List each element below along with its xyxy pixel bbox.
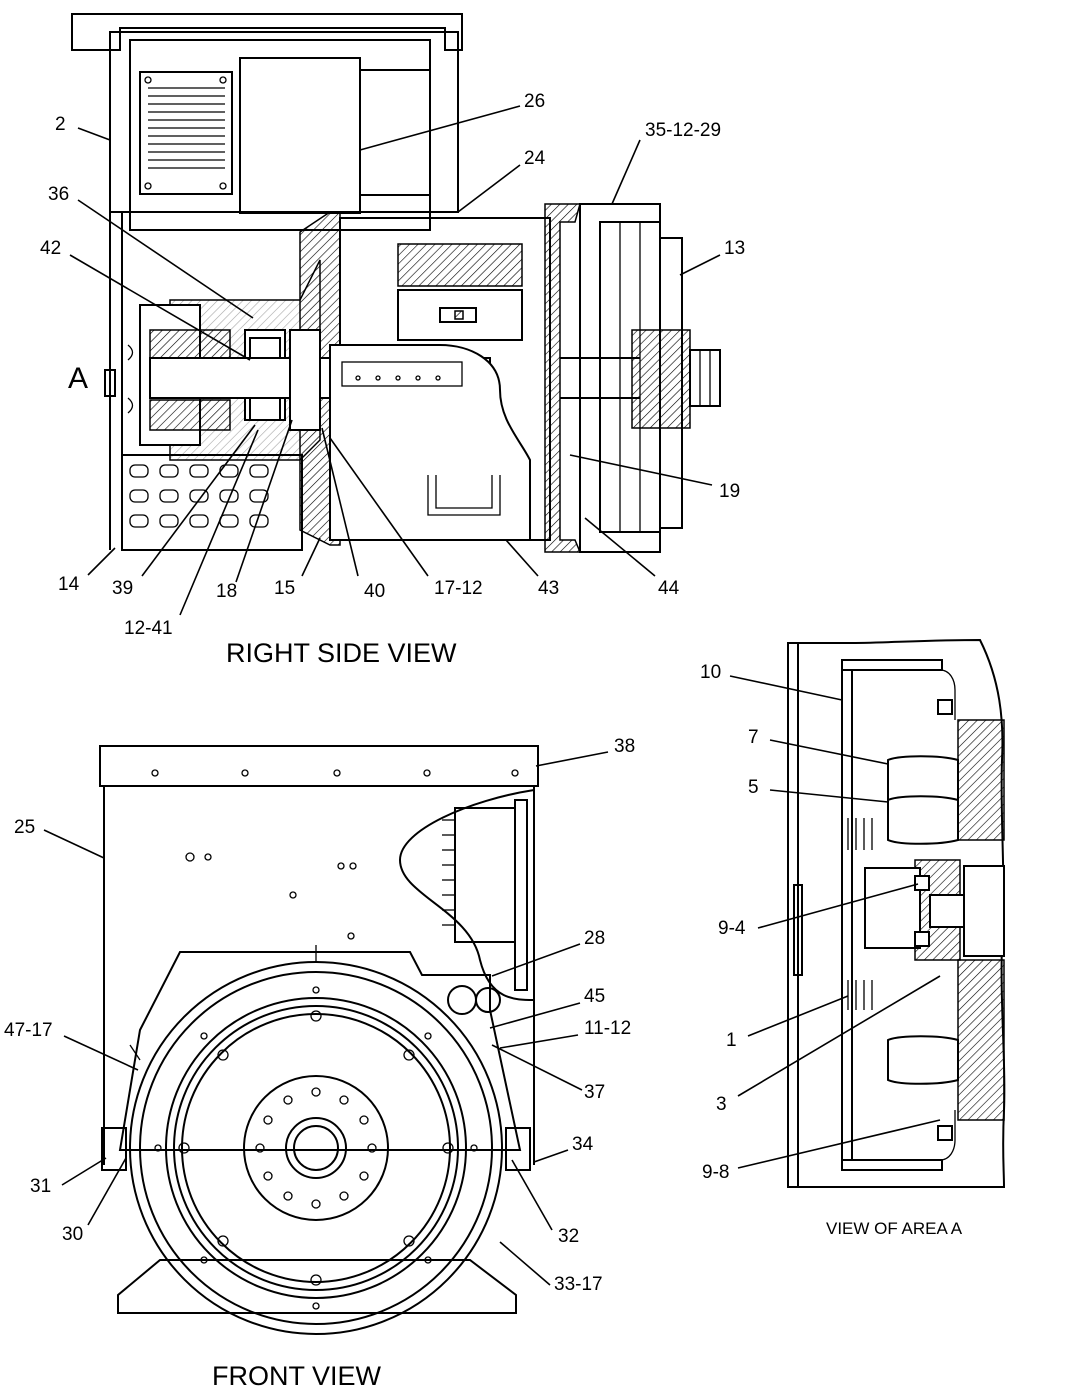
callout-9-8: 9-8 (702, 1162, 729, 1183)
right-side-leaders (69, 105, 721, 616)
front-leaders (43, 751, 609, 1286)
callout-34: 34 (572, 1134, 594, 1155)
callout-10: 10 (700, 662, 721, 683)
callout-17-12: 17-12 (434, 578, 483, 599)
callout-30: 30 (62, 1224, 83, 1245)
callout-28: 28 (584, 928, 605, 949)
callout-44: 44 (658, 578, 680, 599)
callout-26: 26 (524, 91, 545, 112)
callout-39: 39 (112, 578, 133, 599)
callout-14: 14 (58, 574, 80, 595)
callout-2: 2 (55, 114, 66, 135)
callout-45: 45 (584, 986, 605, 1007)
area-a-callouts: 10 7 5 9-4 1 3 9-8 (700, 662, 759, 1183)
front-callouts: 38 25 28 45 11-12 47-17 37 34 31 30 32 3… (4, 736, 635, 1295)
callout-25: 25 (14, 817, 35, 838)
callout-36: 36 (48, 184, 69, 205)
callout-32: 32 (558, 1226, 579, 1247)
callout-38: 38 (614, 736, 635, 757)
callout-15: 15 (274, 578, 295, 599)
area-a-view-title: VIEW OF AREA A (826, 1219, 963, 1238)
front-view (99, 745, 539, 1335)
callout-11-12: 11-12 (584, 1018, 631, 1039)
callout-43: 43 (538, 578, 559, 599)
right-side-view (71, 13, 721, 553)
callout-19: 19 (719, 481, 740, 502)
callout-31: 31 (30, 1176, 51, 1197)
callout-24: 24 (524, 148, 546, 169)
callout-3: 3 (716, 1094, 727, 1115)
callout-42: 42 (40, 238, 61, 259)
callout-35-12-29: 35-12-29 (645, 120, 721, 141)
callout-40: 40 (364, 581, 385, 602)
callout-7: 7 (748, 727, 759, 748)
area-a-marker: A (68, 362, 88, 395)
area-a-view (787, 638, 1006, 1188)
callout-12-41: 12-41 (124, 618, 173, 639)
callout-1: 1 (726, 1030, 737, 1051)
right-side-view-title: RIGHT SIDE VIEW (226, 638, 457, 668)
callout-5: 5 (748, 777, 759, 798)
callout-9-4: 9-4 (718, 918, 746, 939)
callout-37: 37 (584, 1082, 605, 1103)
right-side-callouts: 2 26 24 35-12-29 36 42 13 19 14 39 12-41… (40, 91, 745, 639)
callout-18: 18 (216, 581, 237, 602)
callout-33-17: 33-17 (554, 1274, 603, 1295)
area-a-leaders (729, 675, 941, 1169)
vent-grille (139, 71, 233, 195)
callout-47-17: 47-17 (4, 1020, 53, 1041)
front-view-title: FRONT VIEW (212, 1361, 382, 1391)
callout-13: 13 (724, 238, 745, 259)
